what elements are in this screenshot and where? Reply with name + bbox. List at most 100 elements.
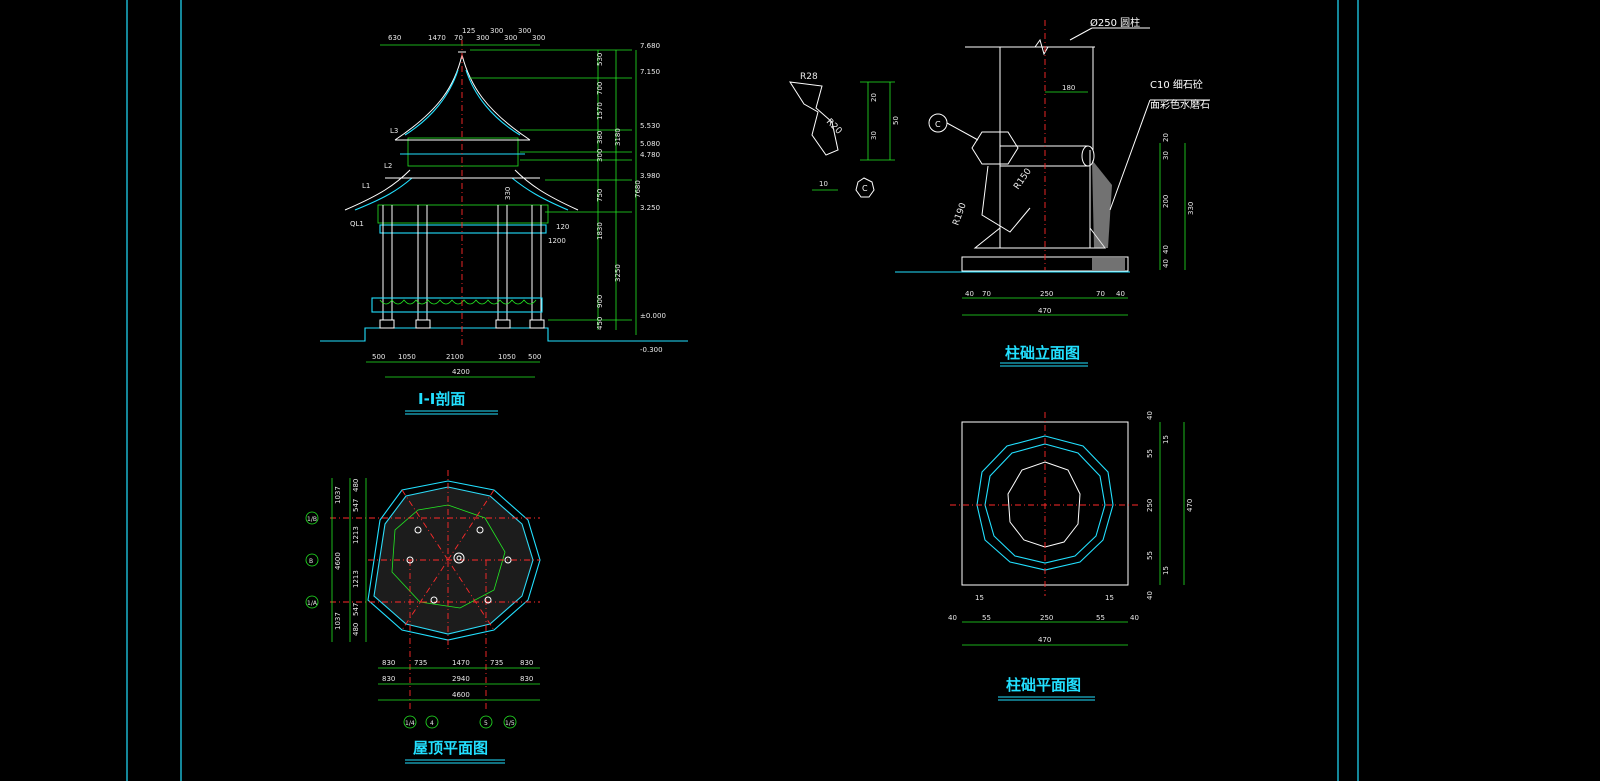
material-note-2: 面彩色水磨石 <box>1150 98 1210 111</box>
column-mark <box>484 596 492 604</box>
dim-top: 300 <box>490 27 503 35</box>
detail-label: R20 <box>824 117 844 137</box>
dim-bottom: 830 <box>382 675 395 683</box>
dim-left: 1037 <box>334 486 342 504</box>
dim-right: 55 <box>1146 449 1154 458</box>
dim-left: 1213 <box>352 526 360 544</box>
dim-right: 3180 <box>614 128 622 146</box>
axis-bubble <box>403 715 417 729</box>
dim-right: 1570 <box>596 102 604 120</box>
dim-bottom-total: 4600 <box>452 691 470 699</box>
dim-top: 300 <box>504 34 517 42</box>
axis-bubble <box>479 715 493 729</box>
roof-lower-right <box>514 169 579 211</box>
detail-label: 20 <box>870 93 878 102</box>
axis-label: 1/B <box>307 516 317 523</box>
level-label: QL1 <box>350 220 364 228</box>
column-mark <box>414 526 422 534</box>
dim-left-total: 4600 <box>334 552 342 570</box>
column-base <box>415 319 431 329</box>
dim-top: 300 <box>518 27 531 35</box>
finish-hatch <box>1092 258 1125 270</box>
foundation-plan-title: 柱础平面图 <box>1006 676 1081 694</box>
dim-top: 300 <box>532 34 545 42</box>
detail-circle-letter: C <box>862 184 868 193</box>
radius-label: R150 <box>1012 167 1034 192</box>
profile-octagon <box>971 131 1019 165</box>
axis-bubble <box>305 511 319 525</box>
dim-top: 125 <box>462 27 475 35</box>
column-profile-end <box>1081 145 1095 167</box>
roof-center-mark <box>453 552 465 564</box>
dim-bottom: 40 <box>1116 290 1125 298</box>
dim-bottom-total: 470 <box>1038 636 1051 644</box>
detail-label: 30 <box>870 131 878 140</box>
dim-right: 1830 <box>596 222 604 240</box>
dim-bottom: 70 <box>1096 290 1105 298</box>
dim-bottom: 1050 <box>398 353 416 361</box>
dim-right: 300 <box>596 149 604 162</box>
dim-inner: 120 <box>556 223 569 231</box>
dim-right: 20 <box>1162 133 1170 142</box>
dim-top: 300 <box>476 34 489 42</box>
column-base <box>379 319 395 329</box>
axis-label: B <box>309 558 313 565</box>
axis-label: 1/4 <box>405 720 415 727</box>
dim-bottom: 2940 <box>452 675 470 683</box>
dim-bottom: 1050 <box>498 353 516 361</box>
dim-bottom: 1470 <box>452 659 470 667</box>
dim-left: 480 <box>352 479 360 492</box>
dim-left: 547 <box>352 603 360 616</box>
level-label: L2 <box>384 162 392 170</box>
column-base <box>529 319 545 329</box>
roof-lower-left <box>344 169 411 211</box>
pedestal-inner <box>984 443 1106 564</box>
dim-bottom-total: 4200 <box>452 368 470 376</box>
dim-right: 55 <box>1146 551 1154 560</box>
profile-band <box>1000 145 1088 167</box>
dim-right: 900 <box>596 295 604 308</box>
column-note: Ø250 圆柱 <box>1090 16 1140 29</box>
dim-bottom: 55 <box>1096 614 1105 622</box>
dim-bottom: 735 <box>490 659 503 667</box>
finish-hatch <box>1092 160 1112 248</box>
dim-right: 40 <box>1162 245 1170 254</box>
upper-eave-block <box>407 137 519 167</box>
elevation-mark: 7.150 <box>640 68 660 76</box>
axis-label: 5 <box>484 720 488 727</box>
dim-bottom: 2100 <box>446 353 464 361</box>
section-title: I-I剖面 <box>418 390 465 408</box>
profile-curve <box>981 165 1031 233</box>
roof-center-mark <box>456 555 462 561</box>
dim-bottom: 55 <box>982 614 991 622</box>
dim-left: 1213 <box>352 570 360 588</box>
railing-pattern <box>379 299 537 305</box>
dim-right: 40 <box>1146 591 1154 600</box>
callout-letter: C <box>935 120 941 129</box>
roof-plan-title: 屋顶平面图 <box>413 739 488 757</box>
level-label: L1 <box>362 182 370 190</box>
detail-label: 50 <box>892 116 900 125</box>
dim-bottom: 40 <box>1130 614 1139 622</box>
elevation-mark: 3.980 <box>640 172 660 180</box>
column-mark <box>430 596 438 604</box>
dim-bottom: 830 <box>520 659 533 667</box>
axis-bubble <box>305 553 319 567</box>
profile-detail: R28 R20 20 30 50 10 C <box>789 72 900 198</box>
dim-right: 530 <box>596 53 604 66</box>
roof-outline-inner <box>373 486 534 635</box>
detail-label: R28 <box>800 72 818 82</box>
dim-inner: 1200 <box>548 237 566 245</box>
dim-label: 180 <box>1062 84 1075 92</box>
dim-right: 3250 <box>614 264 622 282</box>
elevation-mark: 7.680 <box>640 42 660 50</box>
dim-bottom: 500 <box>528 353 541 361</box>
roof-outline-outer <box>367 480 541 641</box>
beam-band <box>377 204 549 224</box>
dim-bottom: 735 <box>414 659 427 667</box>
callout-leader <box>946 122 979 141</box>
dim-left: 480 <box>352 623 360 636</box>
axis-bubble <box>503 715 517 729</box>
dim-right: 750 <box>596 189 604 202</box>
